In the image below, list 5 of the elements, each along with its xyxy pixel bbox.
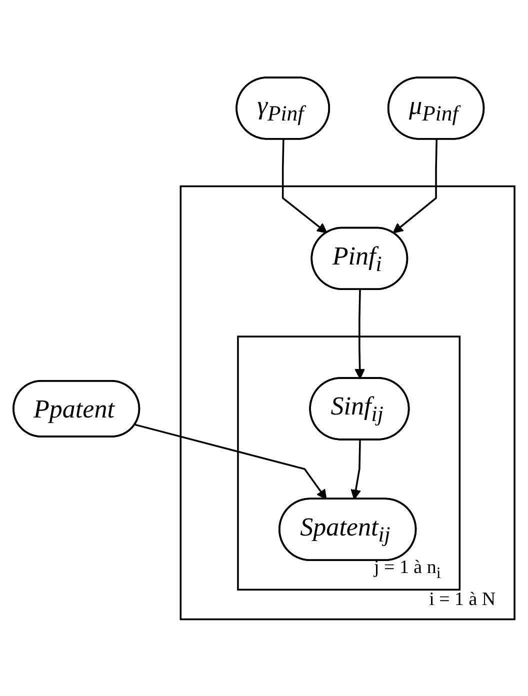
arrow (282, 139, 328, 233)
arrow (350, 440, 361, 500)
arrow (392, 139, 438, 233)
arrow (134, 423, 327, 500)
arrow (354, 289, 366, 379)
